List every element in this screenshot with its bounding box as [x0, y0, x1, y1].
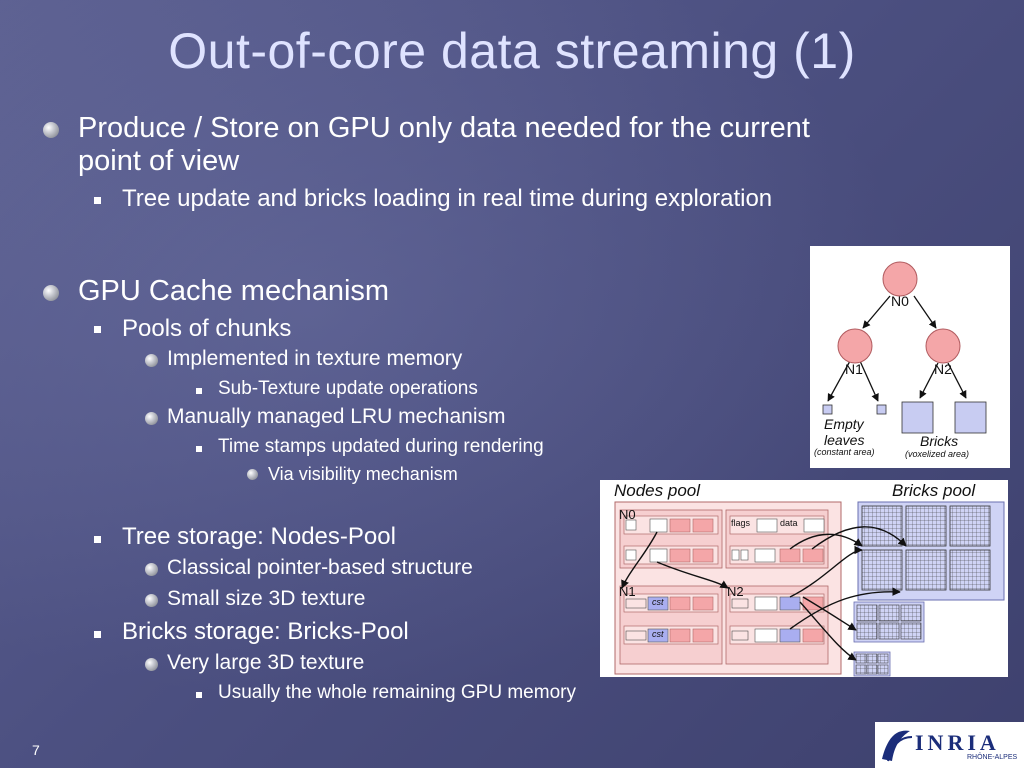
- tree-label-bricks: Bricks: [920, 433, 959, 449]
- bullet-square-icon: [94, 197, 101, 204]
- bullet-level2: Pools of chunks: [122, 315, 292, 342]
- bullet-level1-continued: point of view: [78, 145, 240, 177]
- bullet-ball-icon: [145, 412, 158, 425]
- inria-logo-subtitle: RHÔNE-ALPES: [967, 754, 1018, 761]
- pool-node-label-n1: N1: [619, 584, 636, 599]
- bullet-square-icon: [196, 388, 202, 394]
- bullet-level2: Tree storage: Nodes-Pool: [122, 523, 396, 550]
- nodes-pool-label: Nodes pool: [614, 481, 701, 500]
- bullet-square-icon: [196, 692, 202, 698]
- pool-cst-label: cst: [652, 597, 664, 607]
- tree-node-label-n2: N2: [934, 361, 952, 377]
- bullet-ball-icon: [145, 658, 158, 671]
- pool-node-label-n2: N2: [727, 584, 744, 599]
- tree-figure: N0 N1 N2 Empty leaves (constant area) Br…: [810, 246, 1010, 468]
- pool-cst-label: cst: [652, 629, 664, 639]
- bullet-ball-icon: [145, 563, 158, 576]
- tree-label-constant: (constant area): [814, 447, 875, 457]
- bullet-level5: Via visibility mechanism: [268, 464, 458, 484]
- tree-label-leaves: leaves: [824, 432, 865, 448]
- inria-emblem-icon: [882, 730, 913, 762]
- bullet-level3: Classical pointer-based structure: [167, 556, 473, 579]
- pool-figure: Nodes pool Bricks pool N0 N1 N2 flags da…: [600, 480, 1008, 677]
- bullet-level2: Bricks storage: Bricks-Pool: [122, 618, 409, 645]
- tree-label-voxelized: (voxelized area): [905, 449, 970, 459]
- bullet-square-icon: [94, 631, 101, 638]
- page-number: 7: [32, 742, 40, 758]
- bullet-ball-icon: [145, 354, 158, 367]
- inria-logo-text: INRIA: [915, 730, 1000, 755]
- bullet-level4: Time stamps updated during rendering: [218, 436, 544, 457]
- bullet-ball-icon: [145, 594, 158, 607]
- pool-data-label: data: [780, 518, 798, 528]
- bullet-level4: Usually the whole remaining GPU memory: [218, 682, 576, 703]
- bullet-ball-icon: [43, 122, 59, 138]
- slide-title: Out-of-core data streaming (1): [168, 23, 856, 79]
- bullet-level1: GPU Cache mechanism: [78, 275, 390, 307]
- bullet-level2: Tree update and bricks loading in real t…: [122, 185, 773, 212]
- bullet-ball-icon: [43, 285, 59, 301]
- bullet-square-icon: [94, 536, 101, 543]
- bullet-ball-icon: [247, 469, 258, 480]
- bullet-level3: Implemented in texture memory: [167, 347, 463, 370]
- bullet-level3: Very large 3D texture: [167, 651, 365, 674]
- tree-node-label-n0: N0: [891, 293, 909, 309]
- bullet-level1: Produce / Store on GPU only data needed …: [78, 112, 810, 144]
- bullet-level3: Small size 3D texture: [167, 587, 366, 610]
- bricks-pool-label: Bricks pool: [892, 481, 976, 500]
- pool-diagram: [614, 501, 1005, 677]
- bullet-level4: Sub-Texture update operations: [218, 378, 478, 399]
- inria-logo: INRIA RHÔNE-ALPES: [875, 722, 1024, 768]
- bullet-level3: Manually managed LRU mechanism: [167, 405, 506, 428]
- tree-label-empty: Empty: [824, 416, 864, 432]
- bullet-square-icon: [196, 446, 202, 452]
- tree-node-label-n1: N1: [845, 361, 863, 377]
- pool-node-label-n0: N0: [619, 507, 636, 522]
- bullet-square-icon: [94, 326, 101, 333]
- pool-flags-label: flags: [731, 518, 751, 528]
- tree-diagram: [822, 261, 987, 434]
